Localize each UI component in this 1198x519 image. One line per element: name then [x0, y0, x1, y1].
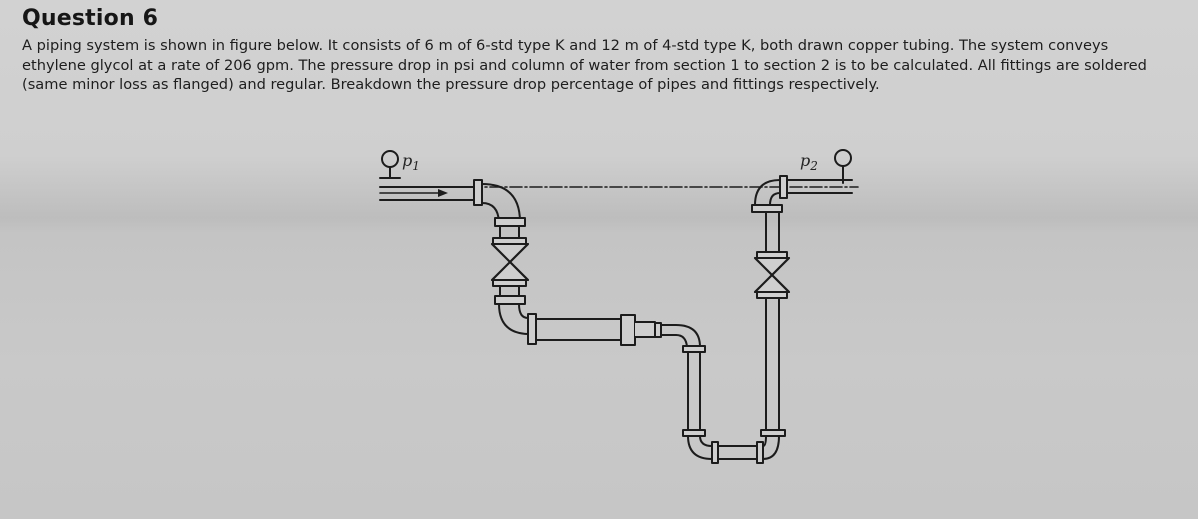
- vertical-drop-pipe: [682, 351, 706, 437]
- question-text: A piping system is shown in figure below…: [22, 36, 1182, 95]
- elbow-left-bottom: [498, 303, 537, 345]
- label-p2: p2: [800, 151, 818, 173]
- elbow-middle-top: [675, 324, 706, 353]
- vertical-riser-pipe: [765, 297, 780, 431]
- gate-valve-right: [751, 204, 790, 299]
- pressure-gauge-p1: [379, 150, 401, 179]
- label-p1: p1: [402, 151, 420, 173]
- horizontal-pipe-bottom: [717, 441, 764, 464]
- elbow-left-top: [481, 183, 526, 227]
- question-line-1: A piping system is shown in figure below…: [22, 37, 1109, 54]
- elbow-bottom-right: [760, 429, 786, 460]
- outlet-pipe: [786, 179, 853, 194]
- question-line-3: (same minor loss as flanged) and regular…: [22, 76, 880, 93]
- question-title: Question 6: [22, 6, 159, 31]
- gate-valve-left: [491, 225, 529, 305]
- question-line-2: ethylene glycol at a rate of 206 gpm. Th…: [22, 56, 1147, 74]
- elbow-bottom-left: [687, 435, 719, 464]
- horizontal-pipe-upper: [535, 314, 677, 346]
- inlet-pipe: [379, 179, 483, 206]
- pressure-gauge-p2: [834, 149, 852, 184]
- elbow-right-top: [754, 175, 788, 206]
